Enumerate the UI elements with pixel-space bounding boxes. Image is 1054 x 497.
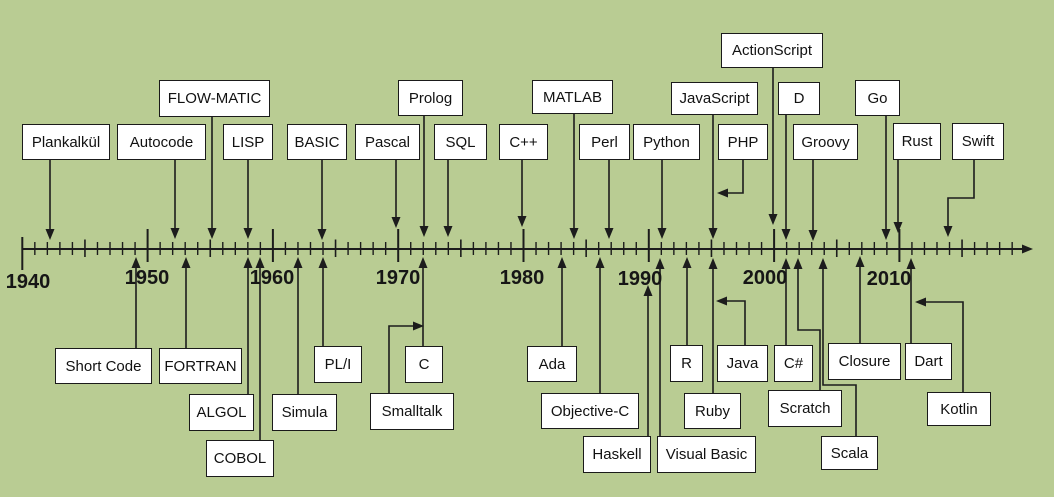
axis-label-1950: 1950 xyxy=(124,267,170,289)
language-box-php: PHP xyxy=(718,124,768,160)
arrowhead-lisp-icon xyxy=(243,228,253,239)
arrowhead-d-icon xyxy=(781,229,791,240)
language-box-perl: Perl xyxy=(579,124,630,160)
axis-label-1970: 1970 xyxy=(375,267,421,289)
arrowhead-php-icon xyxy=(717,188,728,198)
language-box-r: R xyxy=(670,345,703,382)
arrowhead-fortran-icon xyxy=(181,257,191,268)
axis-label-2010: 2010 xyxy=(866,268,912,290)
arrowhead-smalltalk-icon xyxy=(413,321,424,331)
language-box-c-plus-plus: C++ xyxy=(499,124,548,160)
arrowhead-pascal-icon xyxy=(391,217,401,228)
language-box-c: C xyxy=(405,346,443,383)
connector-swift xyxy=(947,160,975,228)
language-box-c-sharp: C# xyxy=(774,345,813,382)
language-box-pascal: Pascal xyxy=(355,124,420,160)
arrowhead-algol-icon xyxy=(243,257,253,268)
arrowhead-actionscript-icon xyxy=(768,214,778,225)
arrowhead-python-icon xyxy=(657,228,667,239)
language-box-matlab: MATLAB xyxy=(532,80,613,114)
arrowhead-javascript-icon xyxy=(708,228,718,239)
connector-java xyxy=(725,300,746,345)
arrowhead-basic-icon xyxy=(317,229,327,240)
arrowhead-c-icon xyxy=(418,257,428,268)
language-box-python: Python xyxy=(633,124,700,160)
arrowhead-go-icon xyxy=(881,229,891,240)
language-box-sql: SQL xyxy=(434,124,487,160)
axis-label-1940: 1940 xyxy=(5,271,51,293)
arrowhead-java-icon xyxy=(716,296,727,306)
arrowhead-swift-icon xyxy=(943,226,953,237)
connector-kotlin xyxy=(924,301,964,392)
connector-scala xyxy=(822,267,857,436)
language-box-scala: Scala xyxy=(821,436,878,470)
language-box-fortran: FORTRAN xyxy=(159,348,242,384)
arrowhead-cobol-icon xyxy=(255,257,265,268)
language-box-short-code: Short Code xyxy=(55,348,152,384)
language-box-algol: ALGOL xyxy=(189,394,254,431)
language-box-ada: Ada xyxy=(527,346,577,382)
arrowhead-visual-basic-icon xyxy=(655,258,665,269)
axis-arrow-icon xyxy=(1022,244,1033,254)
arrowhead-flow-matic-icon xyxy=(207,228,217,239)
connector-php xyxy=(726,160,744,194)
language-box-visual-basic: Visual Basic xyxy=(657,436,756,473)
axis-label-1960: 1960 xyxy=(249,267,295,289)
arrowhead-c-plus-plus-icon xyxy=(517,216,527,227)
language-box-autocode: Autocode xyxy=(117,124,206,160)
arrowhead-kotlin-icon xyxy=(915,297,926,307)
language-box-prolog: Prolog xyxy=(398,80,463,116)
arrowhead-r-icon xyxy=(682,257,692,268)
language-box-ruby: Ruby xyxy=(684,393,741,429)
arrowhead-ada-icon xyxy=(557,257,567,268)
language-box-kotlin: Kotlin xyxy=(927,392,991,426)
arrowhead-c-sharp-icon xyxy=(781,258,791,269)
arrowhead-closure-icon xyxy=(855,256,865,267)
connector-smalltalk xyxy=(388,325,415,393)
arrowhead-groovy-icon xyxy=(808,230,818,241)
language-box-plankalkul: Plankalkül xyxy=(22,124,110,160)
arrowhead-prolog-icon xyxy=(419,226,429,237)
language-box-d: D xyxy=(778,82,820,115)
arrowhead-haskell-icon xyxy=(643,285,653,296)
arrowhead-plankalkul-icon xyxy=(45,229,55,240)
axis-label-1980: 1980 xyxy=(499,267,545,289)
language-box-closure: Closure xyxy=(828,343,901,380)
arrowhead-perl-icon xyxy=(604,228,614,239)
language-box-go: Go xyxy=(855,80,900,116)
language-box-dart: Dart xyxy=(905,343,952,380)
arrowhead-scala-icon xyxy=(818,258,828,269)
language-box-flow-matic: FLOW-MATIC xyxy=(159,80,270,117)
language-box-java: Java xyxy=(717,345,768,382)
arrowhead-autocode-icon xyxy=(170,228,180,239)
language-box-swift: Swift xyxy=(952,123,1004,160)
language-box-objective-c: Objective-C xyxy=(541,393,639,429)
language-box-haskell: Haskell xyxy=(583,436,651,473)
arrowhead-sql-icon xyxy=(443,226,453,237)
arrowhead-ruby-icon xyxy=(708,258,718,269)
arrowhead-scratch-icon xyxy=(793,258,803,269)
language-box-actionscript: ActionScript xyxy=(721,33,823,68)
language-box-basic: BASIC xyxy=(287,124,347,160)
language-box-smalltalk: Smalltalk xyxy=(370,393,454,430)
language-box-simula: Simula xyxy=(272,394,337,431)
axis-label-2000: 2000 xyxy=(742,267,788,289)
language-box-pl-i: PL/I xyxy=(314,346,362,383)
arrowhead-matlab-icon xyxy=(569,228,579,239)
language-box-groovy: Groovy xyxy=(793,124,858,160)
arrowhead-rust-icon xyxy=(893,222,903,233)
arrowhead-pl-i-icon xyxy=(318,257,328,268)
arrowhead-dart-icon xyxy=(906,258,916,269)
language-box-javascript: JavaScript xyxy=(671,82,758,115)
language-box-cobol: COBOL xyxy=(206,440,274,477)
connector-scratch xyxy=(797,267,821,390)
arrowhead-short-code-icon xyxy=(131,257,141,268)
language-box-scratch: Scratch xyxy=(768,390,842,427)
axis-label-1990: 1990 xyxy=(617,268,663,290)
language-box-lisp: LISP xyxy=(223,124,273,160)
arrowhead-objective-c-icon xyxy=(595,257,605,268)
arrowhead-simula-icon xyxy=(293,257,303,268)
language-box-rust: Rust xyxy=(893,123,941,160)
